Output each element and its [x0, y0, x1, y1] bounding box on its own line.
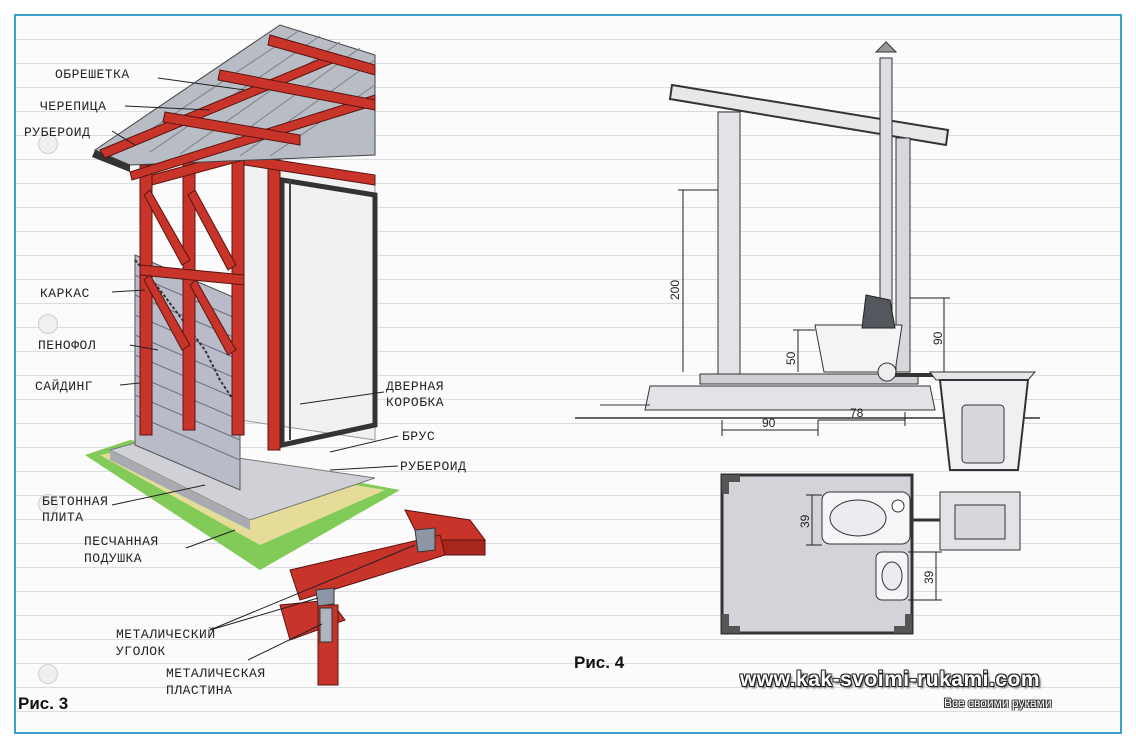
dim-w90: 90	[762, 416, 776, 430]
plan-sink-bowl	[881, 561, 903, 591]
penofol-layer	[134, 259, 241, 411]
section-roof	[668, 83, 950, 147]
timber-brace	[143, 274, 191, 351]
label-ugolok-1: МЕТАЛИЧЕСКИЙ	[116, 627, 216, 642]
fig3-illustration: ОБРЕШЕТКА ЧЕРЕПИЦА РУБЕРОИД КАРКАС ПЕНОФ…	[18, 24, 486, 713]
timber-post	[267, 139, 281, 451]
label-brus: БРУС	[402, 429, 435, 444]
label-dvernaya-2: КОРОБКА	[386, 395, 444, 410]
label-karkas: КАРКАС	[40, 286, 90, 301]
dim-h50: 50	[784, 351, 798, 365]
label-plita-2: ПЛИТА	[42, 510, 84, 525]
timber-brace	[189, 279, 237, 356]
fig3-leaders	[111, 77, 416, 661]
label-podushka-2: ПОДУШКА	[84, 551, 142, 566]
door-frame	[279, 177, 378, 449]
dim-h200: 200	[668, 280, 682, 300]
metal-plate	[319, 607, 333, 643]
watermark-tagline: Все своими руками	[944, 696, 1052, 710]
plan-pipe	[891, 499, 905, 513]
plan-dimensions	[806, 494, 942, 601]
label-dvernaya-1: ДВЕРНАЯ	[386, 379, 444, 394]
plan-corner	[894, 614, 912, 633]
beam-diagonal	[289, 534, 446, 601]
tank-lid	[929, 371, 1037, 381]
timber-brace	[187, 189, 237, 271]
fig4-section: 200 50 90 90 78	[575, 41, 1040, 471]
section-post-left	[717, 111, 741, 375]
binder-hole	[38, 314, 58, 334]
label-plastina-1: МЕТАЛИЧЕСКАЯ	[166, 666, 266, 681]
section-post-right	[895, 137, 911, 373]
watermark-site: www.kak-svoimi-rukami.com	[740, 668, 1040, 691]
section-base	[644, 385, 936, 411]
caption-fig4: Рис. 4	[574, 653, 625, 672]
plan-canister	[954, 504, 1006, 540]
plan-corner	[722, 614, 740, 633]
lathing-batten	[267, 34, 376, 76]
right-wall	[239, 159, 376, 441]
dimension-lines	[678, 189, 950, 436]
timber-brace	[143, 189, 191, 266]
caption-fig3: Рис. 3	[18, 694, 68, 713]
binder-hole	[38, 664, 58, 684]
dim-p39a: 39	[798, 514, 812, 528]
label-ugolok-2: УГОЛОК	[116, 644, 166, 659]
timber-post	[139, 164, 153, 436]
timber-crossbar	[139, 264, 245, 286]
label-penofol: ПЕНОФОЛ	[38, 338, 96, 353]
dim-w78: 78	[850, 406, 864, 420]
roof-felt-edge	[92, 150, 130, 172]
label-podushka-1: ПЕСЧАННАЯ	[84, 534, 159, 549]
metal-corner	[414, 527, 436, 553]
roof-lathing	[99, 34, 376, 181]
label-ruberoid-top: РУБЕРОИД	[24, 125, 90, 140]
vent-cap	[874, 41, 898, 53]
timber-crossbar	[243, 154, 376, 186]
timber-frame	[139, 134, 376, 451]
toilet-seat-cover	[861, 294, 896, 329]
waste-canister	[961, 404, 1005, 464]
dim-p39b: 39	[922, 570, 936, 584]
dim-h90: 90	[931, 331, 945, 345]
label-cherepitsa: ЧЕРЕПИЦА	[40, 99, 106, 114]
joint-detail	[279, 509, 486, 686]
binder-hole	[38, 494, 58, 514]
plan-corner	[722, 475, 740, 494]
lathing-batten	[162, 111, 301, 146]
binder-hole	[38, 134, 58, 154]
label-plastina-2: ПЛАСТИНА	[166, 683, 232, 698]
section-floor	[699, 373, 919, 385]
drain-elbow	[877, 362, 897, 382]
label-plita-1: БЕТОННАЯ	[42, 494, 108, 509]
fig4-plan: 39 39	[720, 473, 1021, 635]
label-ruberoid-bottom: РУБЕРОИД	[400, 459, 466, 474]
lathing-batten	[217, 69, 376, 111]
plan-toilet-bowl	[829, 499, 887, 537]
label-sayding: САЙДИНГ	[35, 379, 93, 394]
label-obreshetka: ОБРЕШЕТКА	[55, 67, 130, 82]
metal-corner	[315, 587, 335, 607]
